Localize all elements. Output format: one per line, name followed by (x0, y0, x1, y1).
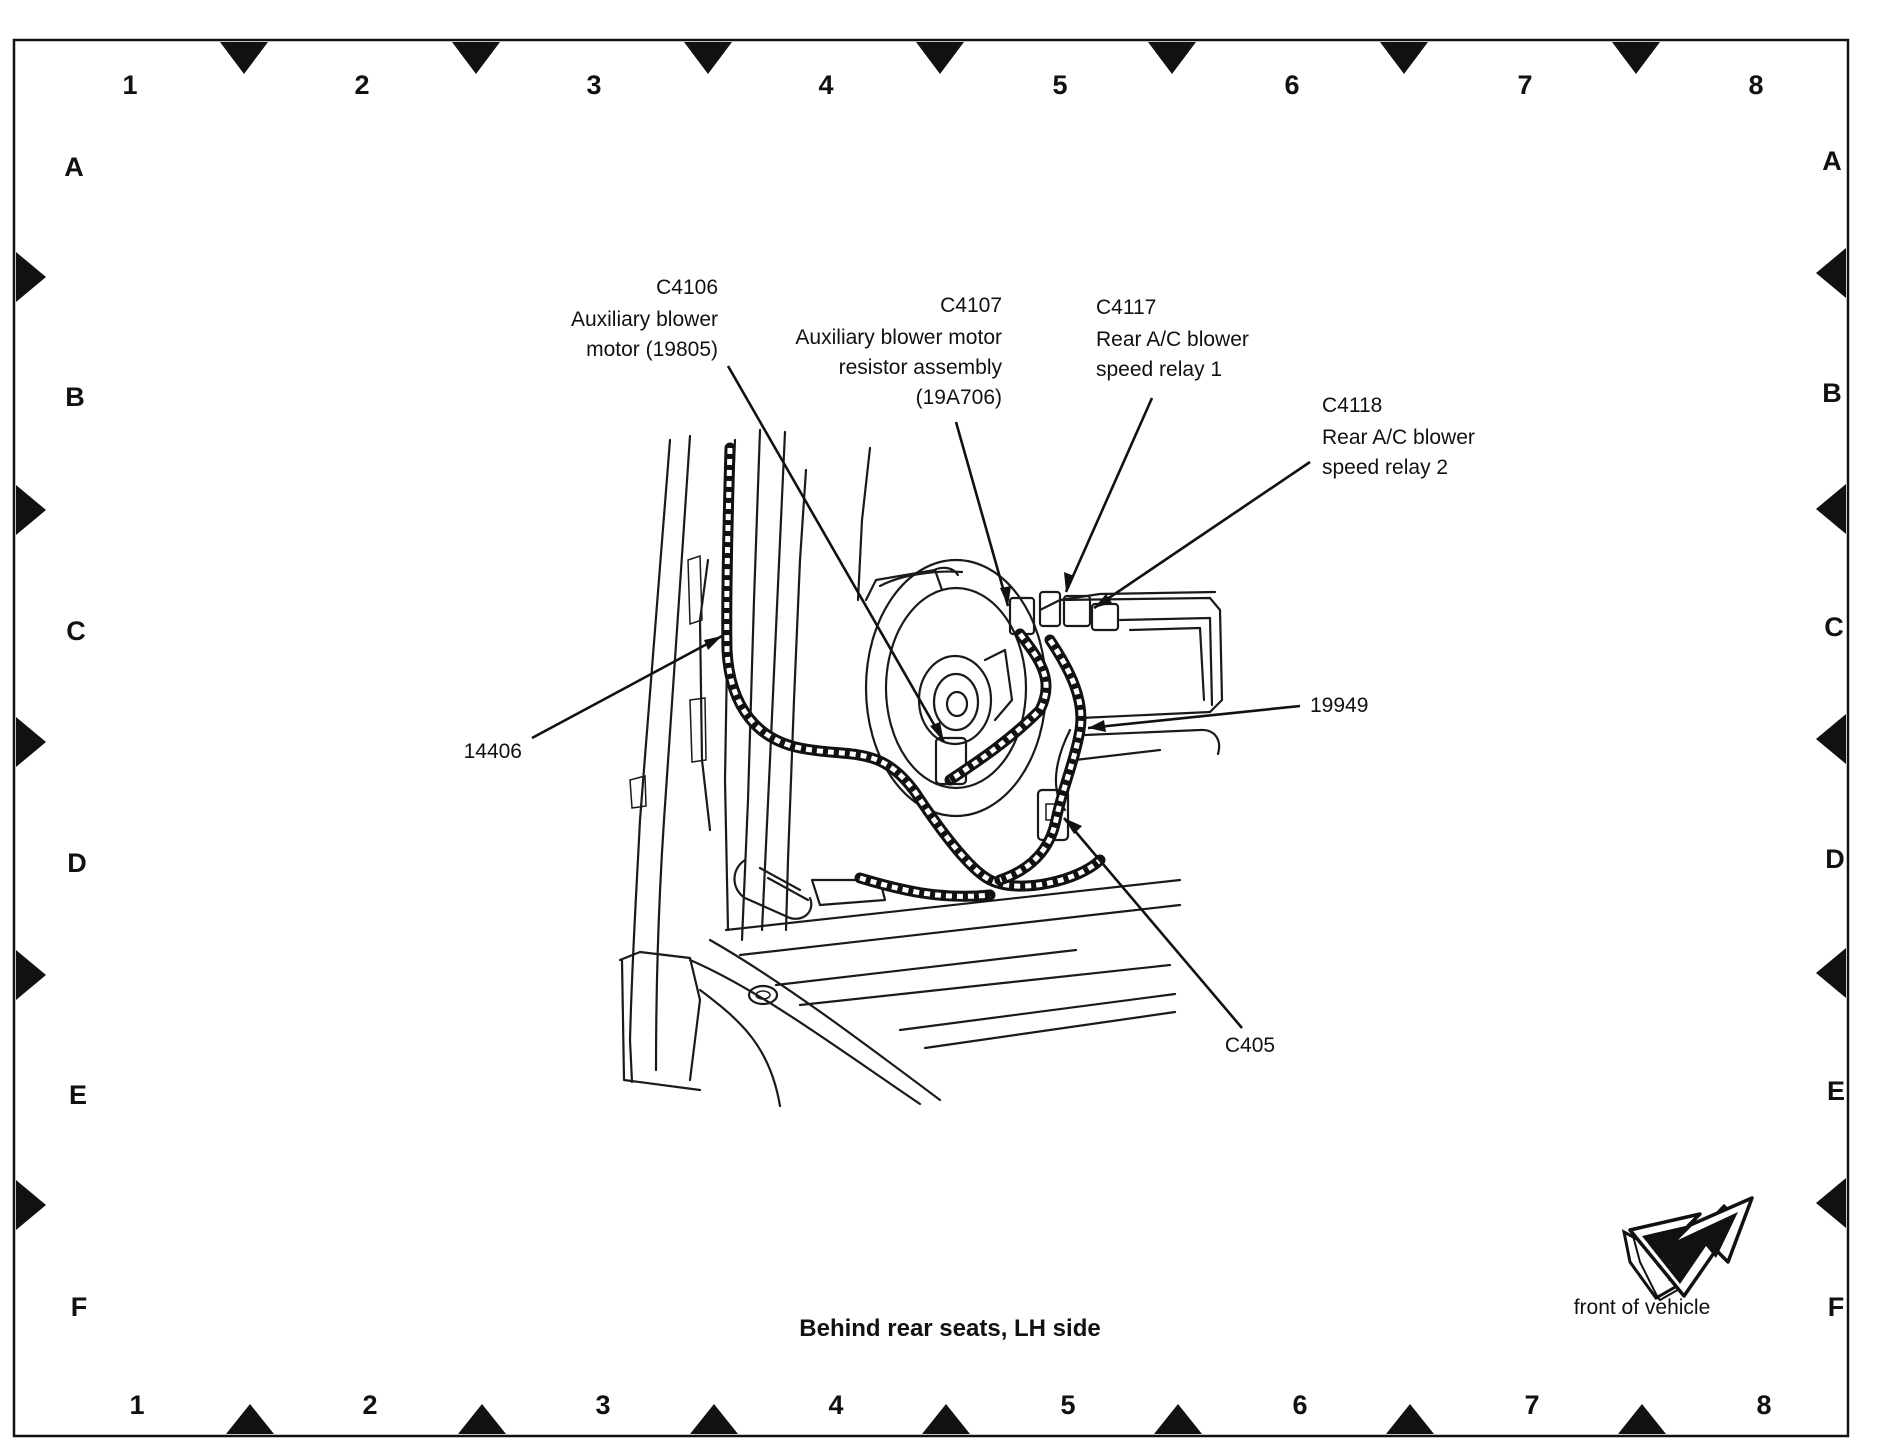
row-label-left-d: D (67, 848, 87, 878)
frame-border (12, 38, 1850, 1438)
row-label-right-b: B (1822, 378, 1842, 408)
column-label-top-4: 4 (818, 70, 833, 100)
leader-c4107 (954, 421, 1010, 607)
callout-c4117-line1: Rear A/C blower (1096, 328, 1249, 351)
callout-c4106-line1: Auxiliary blower (571, 308, 718, 331)
column-label-bottom-7: 7 (1524, 1390, 1539, 1420)
column-label-top-2: 2 (354, 70, 369, 100)
callout-c4118-code: C4118 (1322, 394, 1382, 417)
row-label-right-c: C (1824, 612, 1844, 642)
right-tick-marks (1816, 248, 1846, 1228)
callout-c4107-line3: (19A706) (916, 386, 1002, 409)
row-label-right-a: A (1822, 146, 1842, 176)
leader-c405 (1063, 817, 1243, 1029)
row-label-left-e: E (69, 1080, 87, 1110)
column-label-bottom-2: 2 (362, 1390, 377, 1420)
callout-c4118-line2: speed relay 2 (1322, 456, 1448, 479)
column-label-bottom-3: 3 (595, 1390, 610, 1420)
bottom-tick-marks (226, 1404, 1666, 1434)
callout-c4107-code: C4107 (940, 294, 1002, 317)
column-label-bottom-6: 6 (1292, 1390, 1307, 1420)
vehicle-interior-illustration (618, 428, 1224, 1108)
leader-arrowheads (704, 572, 1112, 834)
row-label-right-e: E (1827, 1076, 1845, 1106)
callout-c4106-code: C4106 (656, 276, 718, 299)
leader-c4118 (1093, 460, 1311, 610)
column-label-bottom-5: 5 (1060, 1390, 1075, 1420)
column-label-top-3: 3 (586, 70, 601, 100)
callout-19949: 19949 (1310, 694, 1368, 717)
callout-c4117-code: C4117 (1096, 296, 1156, 319)
leader-lines (531, 365, 1311, 1029)
wiring-harness-illustration (721, 442, 1106, 902)
column-label-top-8: 8 (1748, 70, 1763, 100)
row-label-left-c: C (66, 616, 86, 646)
column-label-top-7: 7 (1517, 70, 1532, 100)
row-label-right-f: F (1828, 1292, 1845, 1322)
callout-c405: C405 (1225, 1034, 1275, 1057)
column-label-bottom-4: 4 (828, 1390, 843, 1420)
callout-c4117-line2: speed relay 1 (1096, 358, 1222, 381)
front-arrow-icon (1621, 1196, 1754, 1302)
callout-c4118-line1: Rear A/C blower (1322, 426, 1475, 449)
leader-19949 (1087, 704, 1301, 730)
column-label-bottom-1: 1 (129, 1390, 144, 1420)
top-tick-marks (220, 42, 1660, 74)
callout-c4107-line1: Auxiliary blower motor (795, 326, 1002, 349)
row-label-left-b: B (65, 382, 85, 412)
row-label-left-f: F (71, 1292, 88, 1322)
row-label-right-d: D (1825, 844, 1845, 874)
left-tick-marks (16, 252, 46, 1230)
leader-c4106 (726, 365, 946, 743)
column-label-top-1: 1 (122, 70, 137, 100)
leader-14406 (531, 634, 723, 740)
column-label-top-5: 5 (1052, 70, 1067, 100)
callout-14406: 14406 (464, 740, 522, 763)
column-label-top-6: 6 (1284, 70, 1299, 100)
diagram-caption: Behind rear seats, LH side (799, 1315, 1100, 1342)
column-label-bottom-8: 8 (1756, 1390, 1771, 1420)
row-label-left-a: A (64, 152, 84, 182)
callout-c4106-line2: motor (19805) (586, 338, 718, 361)
front-of-vehicle-label: front of vehicle (1574, 1296, 1711, 1319)
callout-c4107-line2: resistor assembly (839, 356, 1003, 379)
leader-c4117 (1064, 397, 1154, 593)
